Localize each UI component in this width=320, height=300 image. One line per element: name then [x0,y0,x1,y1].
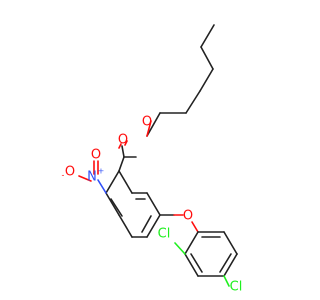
bond [146,214,161,238]
bond [118,156,125,172]
bond [200,24,215,48]
bond [78,175,92,182]
dichlorophenyl-ring [174,231,238,287]
ester-group [118,140,137,172]
atom-label-cl-2: Cl [158,227,171,242]
bond [219,253,232,273]
charge-nitro-o-minus: - [62,171,65,180]
bond [223,275,230,287]
bond [141,215,152,233]
benzoate-ring [105,170,161,238]
atom-label-cl-4: Cl [230,280,243,295]
bond [190,253,203,273]
atom-label-ester-carbonyl-o: O [118,133,128,148]
bond [105,192,120,216]
bond [118,143,122,149]
atom-label-ether-o: O [183,209,193,224]
nitro-group [78,160,107,194]
molecule-structure: O O N + O - O O Cl Cl [62,24,243,295]
bond [110,198,123,217]
bond [146,120,152,137]
bond [184,231,199,255]
bond [184,253,199,277]
atom-label-nitro-n: N [87,170,97,185]
bond [146,112,161,137]
bond [191,221,199,233]
bond [124,140,128,146]
bond [223,253,238,277]
bond [146,192,161,216]
molecule-canvas: O O N + O - O O Cl Cl [62,24,243,295]
atom-label-nitro-o-double: O [91,148,101,163]
bond [174,242,186,255]
ether-linker [159,214,199,233]
bond [223,231,238,255]
bond [185,90,201,114]
bond [97,179,107,194]
bond [199,68,214,92]
bond [118,170,133,194]
octyl-chain [146,24,215,137]
charge-nitro-n: + [98,167,105,176]
atom-label-nitro-o-minus: O [65,165,75,180]
bond [121,145,125,158]
bond [200,46,214,70]
bond [105,170,120,194]
bond [118,214,133,238]
atom-label-ester-o: O [142,115,152,130]
